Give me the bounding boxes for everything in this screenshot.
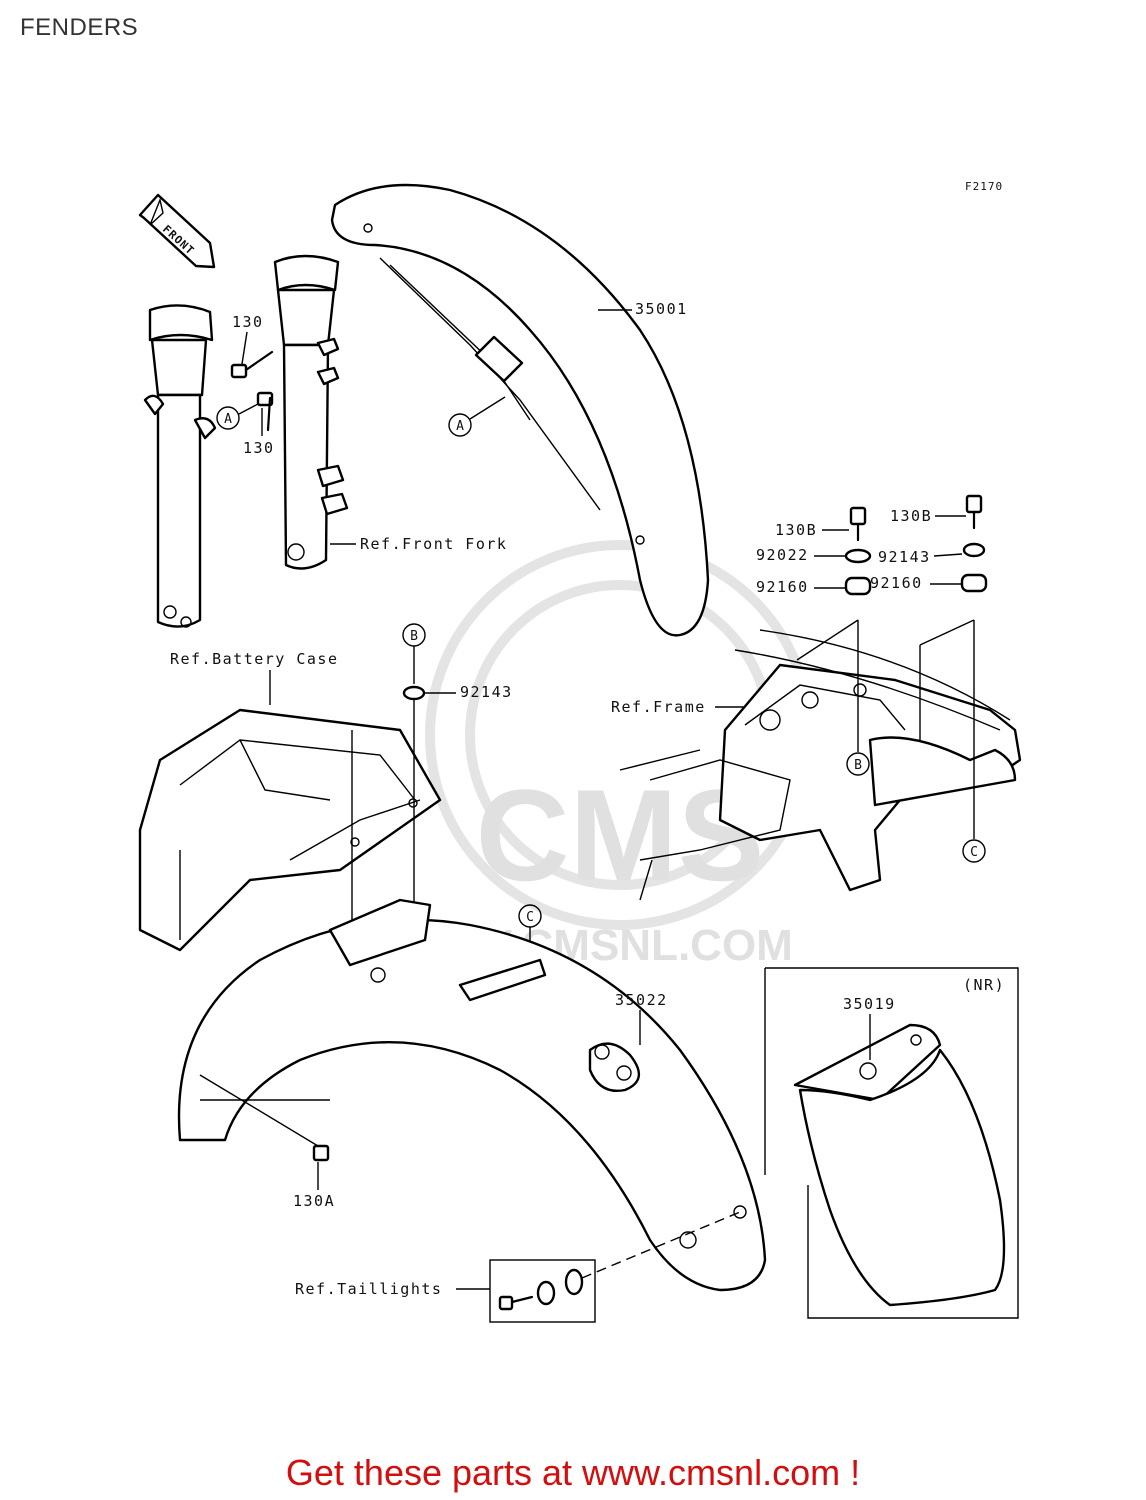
taillight-hardware-box [489, 1259, 596, 1323]
taillight-grommet [564, 1268, 584, 1296]
page-title: FENDERS [20, 14, 139, 41]
not-required-note: (NR) [963, 976, 1005, 994]
front-direction-arrow: FRONT [138, 193, 216, 269]
front-fork-left [143, 304, 217, 628]
damper-92160-right [960, 573, 988, 593]
callout-35022: 35022 [615, 991, 668, 1009]
washer-92143-battery [402, 685, 426, 701]
ref-frame: Ref.Frame [611, 698, 706, 716]
figure-code: F2170 [965, 180, 1003, 193]
front-fender [330, 183, 710, 637]
callout-35019: 35019 [843, 995, 896, 1013]
damper-92160-left [844, 576, 872, 596]
marker-a-fender: A [448, 396, 506, 437]
callout-130a: 130A [293, 1192, 335, 1210]
bolt-130b-left [849, 506, 867, 526]
front-fork-right [273, 254, 349, 570]
callout-92143-battery: 92143 [460, 683, 513, 701]
svg-text:B: B [854, 758, 862, 773]
bolt-130b-right [965, 494, 983, 514]
svg-text:C: C [526, 910, 534, 925]
mud-flap [793, 1023, 1006, 1307]
svg-text:C: C [970, 845, 978, 860]
rear-fender [177, 898, 767, 1292]
watermark-logo-text: CMS [476, 762, 765, 908]
bolt-130-upper [230, 350, 274, 379]
svg-text:B: B [410, 629, 418, 644]
frame [619, 629, 1022, 901]
marker-c-frame: C [962, 839, 986, 863]
ref-front-fork: Ref.Front Fork [360, 535, 507, 553]
footer-cta[interactable]: Get these parts at www.cmsnl.com ! [285, 1452, 861, 1493]
not-required-panel [765, 967, 1019, 1319]
marker-b-battery: B [402, 623, 426, 684]
battery-case [138, 708, 442, 952]
svg-text:A: A [456, 419, 464, 434]
callout-92022: 92022 [756, 546, 809, 564]
washer-92143-right [962, 542, 986, 558]
callout-130-upper: 130 [232, 313, 264, 331]
callout-130-lower: 130 [243, 439, 275, 457]
washer-92022 [844, 548, 872, 564]
callout-92160-left: 92160 [756, 578, 809, 596]
ref-taillights: Ref.Taillights [295, 1280, 442, 1298]
callout-130b-left: 130B [775, 521, 817, 539]
marker-a-fork: A [216, 403, 259, 430]
svg-text:A: A [224, 412, 232, 427]
taillight-collar [536, 1280, 556, 1306]
ref-battery-case: Ref.Battery Case [170, 650, 339, 668]
marker-b-frame: B [846, 752, 870, 776]
callout-92143-right: 92143 [878, 548, 931, 566]
callout-92160-right: 92160 [870, 574, 923, 592]
bolt-130-lower [256, 391, 274, 432]
callout-130b-right: 130B [890, 507, 932, 525]
callout-35001: 35001 [635, 300, 688, 318]
watermark-logo: CMS WWW.CMSNL.COM [387, 540, 815, 970]
taillight-bolt [498, 1295, 514, 1311]
bolt-130a [199, 1074, 330, 1162]
